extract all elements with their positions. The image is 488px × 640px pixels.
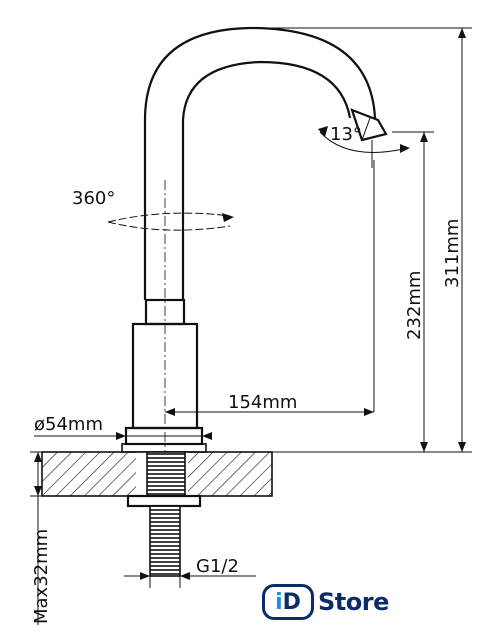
mounting-shank bbox=[126, 451, 202, 577]
thickness-label: Max32mm bbox=[31, 529, 52, 624]
thread-dimension bbox=[124, 572, 256, 588]
base-diameter-dimension bbox=[34, 432, 212, 440]
base-diameter-label: ø54mm bbox=[34, 414, 103, 435]
rotation-label: 360° bbox=[72, 188, 115, 209]
tilt-label: 13° bbox=[330, 124, 362, 145]
total-height-dimension bbox=[206, 27, 472, 453]
logo-text: Store bbox=[318, 588, 389, 616]
base-flange bbox=[121, 443, 207, 453]
spout-height-label: 232mm bbox=[404, 271, 425, 340]
thickness-dimension bbox=[30, 451, 44, 625]
logo-badge-i: i bbox=[275, 589, 283, 615]
tilt-indicator bbox=[318, 126, 410, 168]
faucet-spout bbox=[143, 26, 388, 300]
reach-label: 154mm bbox=[228, 392, 297, 413]
logo-badge-d: D bbox=[282, 589, 301, 615]
spout-height-dimension bbox=[392, 131, 434, 452]
rotation-indicator bbox=[107, 212, 234, 231]
total-height-label: 311mm bbox=[442, 219, 463, 288]
thread-label: G1/2 bbox=[196, 556, 239, 577]
reach-dimension bbox=[165, 160, 375, 416]
